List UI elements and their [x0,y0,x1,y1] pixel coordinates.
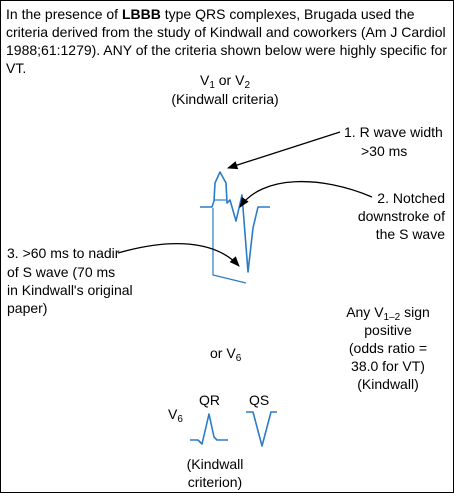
v6-qr-trace [190,413,228,445]
nadir-interval-marker [212,208,247,284]
criterion-1-line2: >30 ms [361,143,408,159]
any-sign-line4: 38.0 for VT) [351,358,425,374]
v1-v2-heading: V1 or V2 [199,72,251,91]
arrow-r-wave-width [227,131,341,170]
lbbb-term: LBBB [121,6,161,22]
kindwall-criterion-line1: (Kindwall [186,456,244,472]
criterion-3-line4: paper) [7,300,48,316]
criterion-3-line3: in Kindwall's original [7,282,133,298]
arrow-notched-downstroke [239,180,373,208]
arrow-nadir [117,242,240,267]
v6-lead-label: V6 [168,406,183,425]
any-sign-line3: (odds ratio = [348,340,428,356]
criterion-3-line2: of S wave (70 ms [7,264,116,280]
v1-ecg-trace [200,171,270,273]
qs-label: QS [249,392,270,408]
any-sign-line5: (Kindwall) [357,376,419,392]
qr-label: QR [199,392,220,408]
any-sign-line1: Any V1–2 sign [346,304,430,323]
criterion-2-line2: downstroke of [357,208,445,224]
any-sign-line2: positive [364,322,412,338]
criterion-1-line1: 1. R wave width [344,124,443,140]
criterion-2-line1: 2. Notched [377,190,445,206]
criterion-3-line1: 3. >60 ms to nadir [7,245,120,261]
or-v6-label: or V6 [210,345,242,364]
kindwall-criteria-label: (Kindwall criteria) [171,91,279,107]
criterion-2-line3: the S wave [375,226,445,242]
intro-text: In the presence of LBBB type QRS complex… [6,6,447,76]
kindwall-criterion-line2: criterion) [187,474,243,490]
v6-qs-trace [246,411,277,447]
